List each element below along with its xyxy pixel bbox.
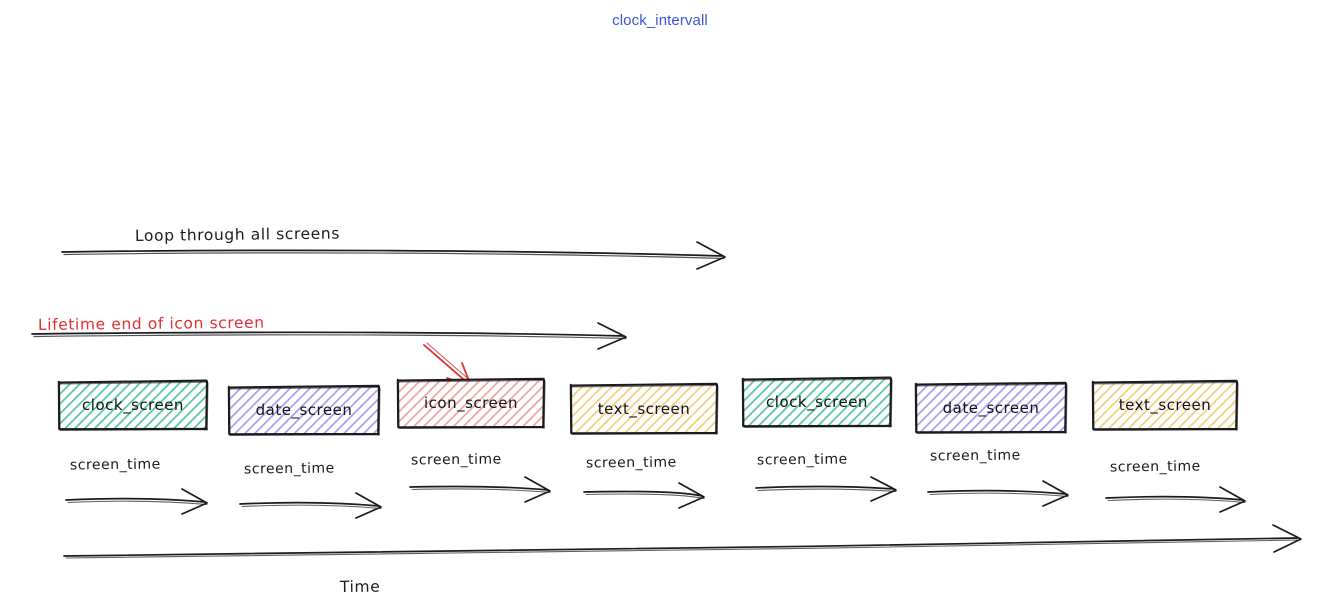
screen-time-arrow-1: [65, 488, 208, 515]
screen-time-arrow-6: [927, 480, 1069, 507]
screen-time-arrow-5: [755, 476, 897, 502]
annotation-loop-through-all-screens: Loop through all screens: [134, 224, 341, 245]
box-outline: [227, 384, 381, 437]
lifetime-arrow: [31, 322, 627, 350]
box-outline: [57, 379, 209, 431]
screen-time-label-3: screen_time: [410, 451, 502, 469]
box-outline: [914, 381, 1068, 435]
screen-time-arrows: [65, 476, 1246, 519]
screen-box-text-screen-2[interactable]: text_screen: [1091, 379, 1239, 432]
screen-time-label-7: screen_time: [1109, 458, 1201, 476]
box-outline: [396, 377, 546, 430]
screen-box-text-screen-1[interactable]: text_screen: [569, 382, 719, 436]
screen-box-clock-screen-1[interactable]: clock_screen: [57, 379, 209, 431]
screen-time-label-4: screen_time: [585, 454, 677, 472]
screen-time-label-2: screen_time: [243, 460, 335, 478]
annotation-lifetime-end-of-icon-screen: Lifetime end of icon screen: [37, 313, 265, 334]
screen-time-label-5: screen_time: [756, 451, 848, 469]
screen-time-arrow-2: [239, 492, 382, 519]
time-axis-label: Time: [339, 577, 381, 596]
box-outline: [1091, 379, 1239, 432]
screen-time-arrow-3: [409, 476, 551, 503]
screen-box-icon-screen[interactable]: icon_screen: [396, 377, 546, 430]
screen-time-arrow-4: [583, 482, 705, 509]
screen-time-label-1: screen_time: [69, 456, 161, 474]
screen-box-clock-screen-2[interactable]: clock_screen: [741, 376, 893, 428]
screen-time-arrow-7: [1105, 486, 1246, 513]
box-outline: [741, 376, 893, 428]
screen-box-date-screen-1[interactable]: date_screen: [227, 384, 381, 437]
loop-arrow: [61, 241, 726, 270]
screen-time-label-6: screen_time: [929, 447, 1021, 465]
page-title: clock_intervall: [612, 12, 708, 29]
time-axis-arrow: [63, 524, 1302, 559]
box-outline: [569, 382, 719, 436]
screen-box-date-screen-2[interactable]: date_screen: [914, 381, 1068, 435]
